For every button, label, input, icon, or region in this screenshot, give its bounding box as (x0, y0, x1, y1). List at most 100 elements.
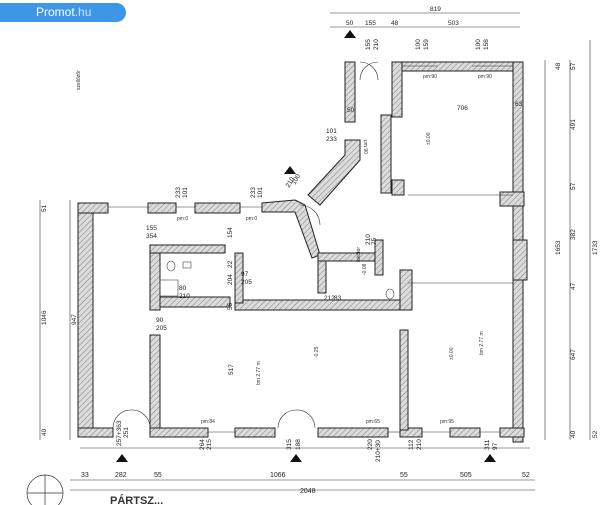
dim-label: 210 (416, 439, 423, 450)
door-arc-stairs (299, 204, 321, 226)
dim-label: 204 (227, 274, 234, 285)
marker-triangle (344, 30, 356, 38)
pm-label: pm:90 (423, 74, 437, 80)
wall-top-left1 (77, 202, 109, 214)
wall-left-vert2 (149, 334, 161, 436)
dim-label: 47 (570, 282, 577, 290)
wall-upper-mid (391, 61, 403, 118)
wall-top-left3 (194, 202, 241, 214)
dim-label: 1046 (41, 310, 48, 325)
wall-bottom-left (77, 427, 114, 438)
wall-bottom-mid1 (149, 427, 209, 438)
dimension-lines (39, 12, 591, 491)
dim-label: 112 (408, 439, 415, 450)
dim-label: 22 (227, 260, 234, 268)
level-label: ±0.00 (426, 132, 432, 145)
pm-label: pm:65 (366, 419, 380, 425)
pm-label: pm:0 (246, 216, 257, 222)
dim-label: 311 (484, 439, 491, 450)
dim-label: 706 (457, 105, 468, 112)
side-note: szellőzőr (76, 70, 82, 90)
dim-label: 188 (295, 439, 302, 450)
toilet-icon (166, 260, 176, 272)
dim-label: 100 (475, 39, 482, 50)
wall-small-vert2 (374, 239, 384, 276)
dim-label: 215 (206, 439, 213, 450)
wall-center-vert (234, 252, 244, 304)
wall-mid-horiz (149, 244, 226, 254)
dim-label: 48 (555, 62, 562, 70)
dim-label: 155 (146, 225, 157, 232)
room-height-label: bm 2.77 m (479, 331, 485, 355)
dim-label: 491 (570, 119, 577, 130)
dim-label: 83 (334, 295, 342, 302)
dim-label: 220 (367, 439, 374, 450)
dim-label: 52 (592, 430, 599, 438)
dim-label: 264 (199, 439, 206, 450)
wall-top-left2 (147, 202, 177, 214)
wall-corridor (159, 296, 231, 308)
dim-label: 159 (423, 39, 430, 50)
door-arc-bottom3 (277, 409, 297, 429)
dim-label: 282 (115, 472, 127, 479)
dim-label: 97 (241, 271, 249, 278)
dim-label: 210+30 (375, 440, 382, 462)
thin-lines (108, 61, 513, 433)
dim-label: 205 (241, 279, 252, 286)
door-arc-bottom4 (295, 409, 316, 429)
dim-label: 257+363 (116, 420, 123, 446)
wall-right-mid (499, 191, 525, 207)
pm-label: pm:0 (177, 216, 188, 222)
wall-bottom-mid3 (317, 427, 389, 438)
watermark-tld: .hu (74, 5, 92, 19)
dim-label: 50 (346, 20, 354, 27)
wall-top-right (391, 61, 523, 72)
dim-label: 205 (156, 325, 167, 332)
dim-label: 210 (373, 39, 380, 50)
walls (77, 61, 528, 443)
dim-label: 505 (460, 472, 472, 479)
dim-label: 40 (41, 428, 48, 436)
room-label: lakótér (356, 247, 362, 262)
wall-right-mid2 (512, 239, 528, 281)
wall-right-vert2 (399, 269, 413, 311)
wall-upper-left (344, 61, 356, 123)
dim-label: 210 (365, 234, 372, 245)
dim-label: 100 (291, 173, 303, 186)
dim-label: 2048 (300, 488, 316, 495)
dim-label: 354 (146, 233, 157, 240)
dim-label: 57 (570, 62, 577, 70)
wall-diagonal (307, 139, 361, 206)
dim-label: 251 (123, 427, 130, 438)
wall-left-inner (149, 244, 161, 311)
dim-label: 517 (228, 364, 235, 375)
dim-label: 33 (81, 472, 89, 479)
dim-label: 55 (400, 472, 408, 479)
dim-label: 101 (182, 187, 189, 198)
dim-label: 1066 (270, 472, 286, 479)
wall-right-inner-bottom (399, 329, 409, 431)
pm-label: pm:84 (201, 419, 215, 425)
dim-label: 819 (430, 6, 441, 13)
dim-label: 101 (326, 128, 337, 135)
shower-icon (159, 279, 179, 297)
level-label: -0.08 (362, 263, 368, 275)
compass-icon (26, 474, 64, 505)
marker-triangle (484, 454, 496, 462)
dim-label: 210 (179, 293, 190, 300)
wall-center-horiz (234, 299, 411, 311)
wall-bottom-right1 (399, 427, 423, 438)
door-arc-bottom2 (130, 409, 151, 429)
level-label: -0.25 (314, 346, 320, 358)
dim-label: 382 (570, 229, 577, 240)
pm-label: pm:95 (440, 419, 454, 425)
marker-triangle (284, 166, 296, 174)
door-arc-bottom1 (112, 409, 132, 429)
room-height-label: bm 2.77 m (256, 361, 262, 385)
dim-label: 647 (570, 349, 577, 360)
wall-bottom-right2 (449, 427, 481, 438)
fixtures (159, 260, 395, 300)
dim-label: 40 (570, 430, 577, 438)
marker-triangle (290, 454, 302, 462)
